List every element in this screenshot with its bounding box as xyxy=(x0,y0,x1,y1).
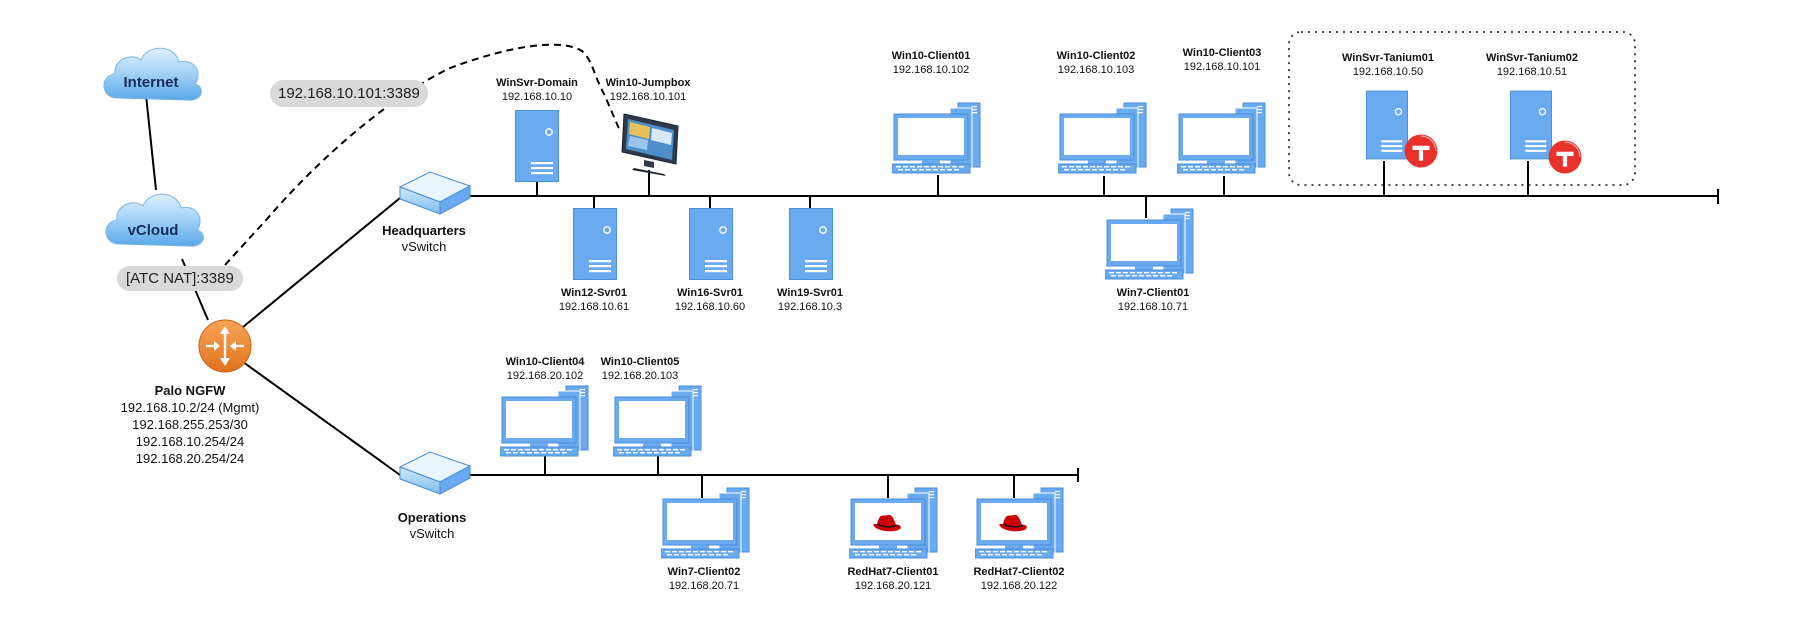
hq-network-bus xyxy=(468,161,1719,218)
jumpbox-monitor-icon xyxy=(621,113,679,176)
win16-svr01-label: Win16-Svr01 192.168.10.60 xyxy=(675,286,745,314)
link-firewall-hq xyxy=(242,197,401,328)
link-firewall-ops xyxy=(242,361,401,476)
node-ip: 192.168.10.3 xyxy=(777,301,843,313)
win7-client01-label: Win7-Client01 192.168.10.71 xyxy=(1117,286,1190,314)
node-ip: 192.168.20.121 xyxy=(854,580,932,592)
ops-vswitch-label: Operations vSwitch xyxy=(398,510,467,542)
node-ip: 192.168.20.102 xyxy=(506,370,584,382)
node-name: Win7-Client02 xyxy=(667,566,741,578)
win10-client05-label: Win10-Client05 192.168.20.103 xyxy=(601,355,680,383)
jumpbox-rdp-label: 192.168.10.101:3389 xyxy=(270,80,428,107)
ops-vswitch-icon xyxy=(398,451,472,495)
win12-svr01-server-icon xyxy=(573,208,617,280)
vcloud-label: vCloud xyxy=(128,222,179,239)
tanium-logo-icon xyxy=(1404,134,1438,168)
node-ip: 192.168.20.103 xyxy=(601,370,679,382)
node-ip: 192.168.10.101 xyxy=(1183,61,1261,73)
winsvr-tanium02-label: WinSvr-Tanium02 192.168.10.51 xyxy=(1486,51,1578,79)
win10-client03-label: Win10-Client03 192.168.10.101 xyxy=(1183,46,1262,74)
hq-switch-type: vSwitch xyxy=(401,239,447,254)
vcloud-cloud-icon: vCloud xyxy=(105,193,204,247)
node-ip: 192.168.10.61 xyxy=(558,301,630,313)
node-name: WinSvr-Domain xyxy=(496,77,578,89)
node-ip: 192.168.20.71 xyxy=(668,580,740,592)
node-name: Win12-Svr01 xyxy=(561,287,627,299)
node-name: WinSvr-Tanium01 xyxy=(1342,52,1434,64)
node-ip: 192.168.10.103 xyxy=(1057,64,1135,76)
win10-client01-label: Win10-Client01 192.168.10.102 xyxy=(892,49,971,77)
ops-switch-type: vSwitch xyxy=(409,526,455,541)
win16-svr01-server-icon xyxy=(689,208,733,280)
node-ip: 192.168.10.51 xyxy=(1496,66,1568,78)
winsvr-domain-label: WinSvr-Domain 192.168.10.10 xyxy=(496,76,578,104)
node-name: Win7-Client01 xyxy=(1116,287,1190,299)
firewall-ip: 192.168.255.253/30 xyxy=(132,417,248,432)
node-name: Win10-Client05 xyxy=(600,356,680,368)
atc-nat-label: [ATC NAT]:3389 xyxy=(117,266,243,291)
node-ip: 192.168.10.102 xyxy=(892,64,970,76)
win10-client03-pc-icon xyxy=(1177,102,1266,174)
ops-network-bus xyxy=(468,445,1079,498)
node-ip: 192.168.10.60 xyxy=(674,301,746,313)
node-ip: 192.168.10.50 xyxy=(1352,66,1424,78)
node-ip: 192.168.10.101 xyxy=(609,91,687,103)
win7-client02-label: Win7-Client02 192.168.20.71 xyxy=(668,565,741,593)
hq-switch-name: Headquarters xyxy=(382,223,466,238)
firewall-ip: 192.168.10.254/24 xyxy=(135,434,245,449)
firewall-ip: 192.168.10.2/24 (Mgmt) xyxy=(120,400,260,415)
firewall-icon xyxy=(198,319,252,373)
node-name: Win10-Jumpbox xyxy=(605,77,691,89)
node-ip: 192.168.20.122 xyxy=(980,580,1058,592)
node-name: Win10-Client03 xyxy=(1182,47,1262,59)
firewall-ip: 192.168.20.254/24 xyxy=(135,451,245,466)
win10-client04-pc-icon xyxy=(500,385,589,457)
hq-vswitch-label: Headquarters vSwitch xyxy=(382,223,466,255)
node-name: RedHat7-Client01 xyxy=(847,566,939,578)
node-ip: 192.168.10.71 xyxy=(1117,301,1189,313)
redhat7-client02-label: RedHat7-Client02 192.168.20.122 xyxy=(973,565,1064,593)
win10-client01-pc-icon xyxy=(892,102,981,174)
internet-label: Internet xyxy=(123,74,178,91)
firewall-name: Palo NGFW xyxy=(154,383,226,398)
tanium-group-box xyxy=(1288,31,1636,186)
node-name: Win16-Svr01 xyxy=(677,287,743,299)
node-name: Win10-Client01 xyxy=(891,50,971,62)
firewall-label: Palo NGFW 192.168.10.2/24 (Mgmt) 192.168… xyxy=(121,382,260,467)
node-ip: 192.168.10.10 xyxy=(501,91,573,103)
rdp-nat-dashed-path xyxy=(224,43,621,266)
win7-client01-pc-icon xyxy=(1105,208,1194,280)
win7-client02-pc-icon xyxy=(661,487,750,559)
hq-vswitch-icon xyxy=(398,171,472,215)
tanium-logo-icon xyxy=(1548,140,1582,174)
winsvr-tanium01-server-icon xyxy=(1366,90,1408,160)
win10-client02-pc-icon xyxy=(1058,102,1147,174)
ops-switch-name: Operations xyxy=(397,510,467,525)
win19-svr01-server-icon xyxy=(789,208,833,280)
win10-jumpbox-label: Win10-Jumpbox 192.168.10.101 xyxy=(606,76,691,104)
node-name: Win19-Svr01 xyxy=(777,287,843,299)
winsvr-tanium02-server-icon xyxy=(1510,90,1552,160)
node-name: WinSvr-Tanium02 xyxy=(1486,52,1578,64)
node-name: Win10-Client04 xyxy=(505,356,585,368)
win12-svr01-label: Win12-Svr01 192.168.10.61 xyxy=(559,286,629,314)
node-name: Win10-Client02 xyxy=(1056,50,1136,62)
redhat7-client01-label: RedHat7-Client01 192.168.20.121 xyxy=(847,565,938,593)
win10-client05-pc-icon xyxy=(613,385,702,457)
node-name: RedHat7-Client02 xyxy=(973,566,1065,578)
win10-client04-label: Win10-Client04 192.168.20.102 xyxy=(506,355,585,383)
win19-svr01-label: Win19-Svr01 192.168.10.3 xyxy=(777,286,843,314)
winsvr-tanium01-label: WinSvr-Tanium01 192.168.10.50 xyxy=(1342,51,1434,79)
internet-cloud-icon: Internet xyxy=(103,47,202,101)
win10-client02-label: Win10-Client02 192.168.10.103 xyxy=(1057,49,1136,77)
winsvr-domain-server-icon xyxy=(515,110,559,182)
link-internet-vcloud xyxy=(145,94,157,191)
